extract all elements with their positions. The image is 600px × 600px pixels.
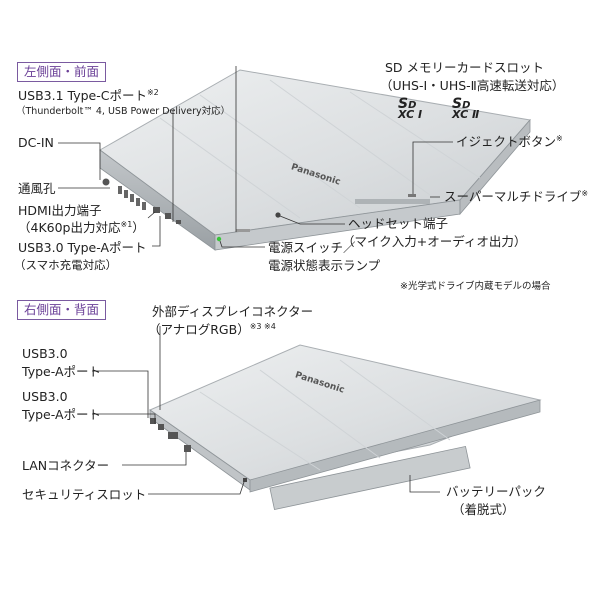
lan-port: [184, 445, 191, 452]
optical-drive: [355, 199, 430, 204]
usb30-port-2: [158, 424, 164, 430]
ext-display-label: 外部ディスプレイコネクター: [152, 304, 314, 319]
ext-display-note: ※3 ※4: [249, 321, 276, 331]
power-sub: 電源状態表示ランプ: [268, 258, 381, 273]
sdxc-2-text: XC Ⅱ: [452, 108, 480, 121]
power-label: 電源スイッチ／: [268, 240, 356, 255]
vent-label: 通風孔: [18, 181, 56, 196]
sd-slot: [236, 229, 250, 232]
ext-display-sub-label: （アナログRGB）※3 ※4: [148, 322, 276, 338]
security-label: セキュリティスロット: [22, 487, 147, 502]
hdmi-note: ※1: [120, 219, 133, 229]
usb31-label: USB3.1 Type-Cポート※2: [18, 88, 159, 104]
usb30a-sub: （スマホ充電対応）: [14, 258, 118, 272]
super-multi-text: スーパーマルチドライブ: [444, 189, 582, 204]
laptop-front-left-view: [99, 69, 531, 251]
lan-label: LANコネクター: [22, 458, 110, 473]
dcin-port: [102, 178, 110, 186]
eject-note: ※: [556, 133, 563, 143]
hdmi-sub-label: （4K60p出力対応※1）: [18, 220, 145, 236]
sd-slot-label: SD メモリーカードスロット: [385, 60, 545, 75]
usb30a-label: USB3.0 Type-Aポート: [18, 240, 147, 255]
usb31-text: USB3.1 Type-Cポート: [18, 88, 147, 103]
usb30-2-sub: Type-Aポート: [22, 407, 101, 422]
eject-text: イジェクトボタン: [456, 134, 557, 149]
hdmi-sub-text: （4K60p出力対応: [18, 220, 121, 235]
headset-sub: （マイク入力+オーディオ出力）: [342, 234, 527, 249]
battery-label: バッテリーパック: [446, 484, 546, 499]
hdmi-close: ）: [132, 220, 145, 235]
hdmi-label: HDMI出力端子: [18, 203, 102, 218]
eject-button: [408, 194, 416, 197]
sdxc-1-logo: SD XC Ⅰ: [398, 96, 423, 121]
usb30-1-sub: Type-Aポート: [22, 364, 101, 379]
usb30-1-label: USB3.0: [22, 346, 68, 361]
sdxc-1-text: XC Ⅰ: [398, 108, 423, 121]
usb-a-port: [165, 213, 171, 219]
vga-port: [168, 432, 178, 439]
security-slot: [243, 478, 247, 482]
headset-jack: [275, 212, 281, 218]
super-multi-note: ※: [581, 188, 589, 198]
usb30-2-label: USB3.0: [22, 389, 68, 404]
sdxc-2-logo: SD XC Ⅱ: [452, 96, 480, 121]
headset-label: ヘッドセット端子: [348, 216, 449, 231]
usb-c-port: [176, 220, 181, 224]
battery-pack: [269, 445, 471, 511]
dcin-label: DC-IN: [18, 135, 54, 150]
usb31-note: ※2: [146, 87, 159, 97]
optical-note: ※光学式ドライブ内蔵モデルの場合: [400, 281, 551, 292]
leader-lines: [58, 66, 453, 495]
hdmi-port: [153, 207, 160, 213]
usb31-sub: （Thunderbolt™ 4, USB Power Delivery対応）: [16, 106, 231, 117]
sd-slot-sub: （UHS-Ⅰ・UHS-Ⅱ高速転送対応）: [380, 78, 565, 93]
ext-display-sub-text: （アナログRGB）: [148, 322, 250, 337]
laptop-back-right-view: [148, 344, 542, 511]
section-label-left-front: 左側面・前面: [17, 62, 107, 82]
super-multi-label: スーパーマルチドライブ※: [444, 189, 588, 205]
power-led: [216, 236, 222, 242]
section-label-right-back: 右側面・背面: [17, 300, 107, 320]
vent-slots: [118, 186, 146, 210]
usb30-port-1: [150, 418, 156, 424]
eject-label: イジェクトボタン※: [456, 134, 563, 150]
battery-sub: （着脱式）: [452, 502, 515, 517]
